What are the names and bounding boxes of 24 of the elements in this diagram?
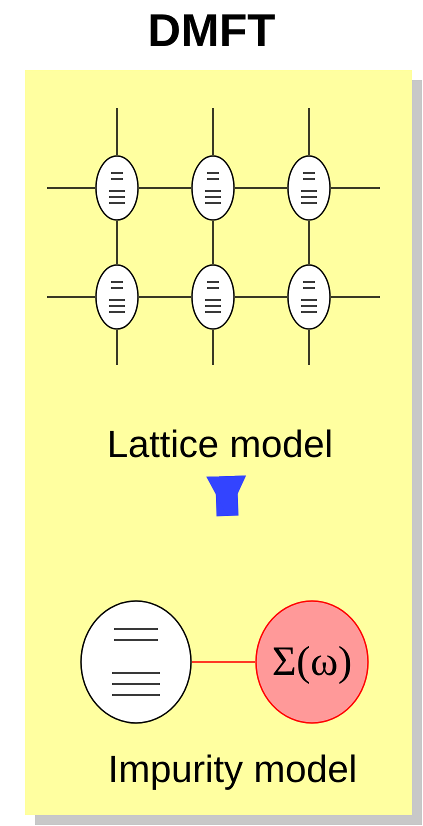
model-caption: Impurity model bbox=[106, 748, 358, 793]
connector-line bbox=[139, 296, 191, 298]
connector-line bbox=[139, 187, 191, 189]
connector-line bbox=[235, 296, 287, 298]
model-caption: Lattice model bbox=[106, 423, 334, 468]
connector-line bbox=[192, 661, 255, 663]
block-arrow bbox=[206, 475, 246, 516]
connector-line bbox=[212, 108, 214, 155]
connector-line bbox=[116, 108, 118, 155]
connector-line bbox=[308, 221, 310, 264]
connector-line bbox=[212, 330, 214, 365]
connector-line bbox=[47, 187, 95, 189]
connector-line bbox=[47, 296, 95, 298]
connector-line bbox=[116, 221, 118, 264]
connector-line bbox=[308, 108, 310, 155]
panel-background bbox=[25, 70, 412, 815]
connector-line bbox=[116, 330, 118, 365]
connector-line bbox=[235, 187, 287, 189]
connector-line bbox=[308, 330, 310, 365]
connector-line bbox=[331, 187, 380, 189]
self-energy-symbol: Σ(ω) bbox=[270, 638, 354, 686]
connector-line bbox=[212, 221, 214, 264]
connector-line bbox=[331, 296, 380, 298]
title: DMFT bbox=[146, 3, 276, 58]
